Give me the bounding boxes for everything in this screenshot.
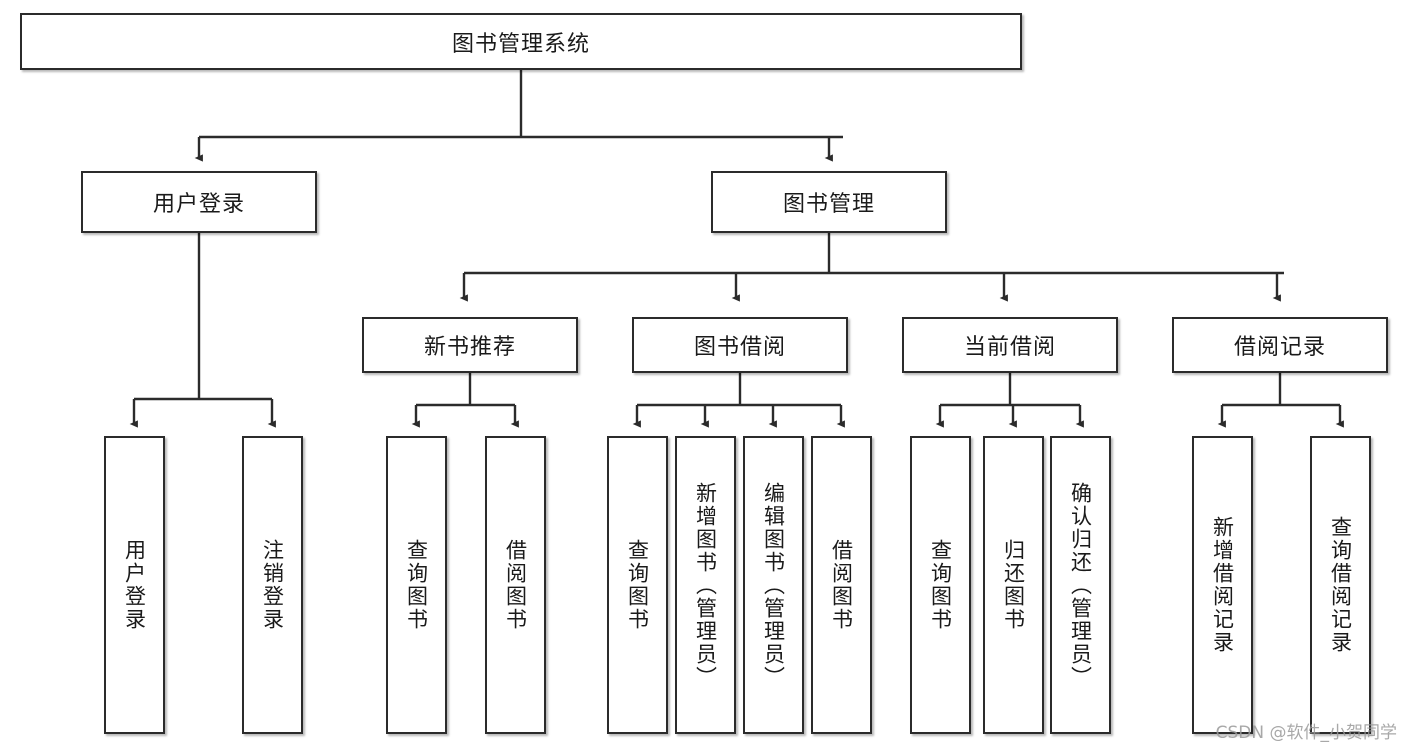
node-leaf-edit-book-label: 编辑图书（管理员） (761, 481, 786, 689)
node-leaf-logout-label: 注销登录 (260, 539, 285, 631)
node-leaf-borrow-book-2-label: 借阅图书 (829, 539, 854, 631)
node-leaf-add-record-label: 新增借阅记录 (1210, 516, 1235, 654)
node-book-borrow-label: 图书借阅 (693, 335, 786, 360)
node-leaf-return-book[interactable]: 归还图书 (983, 436, 1044, 734)
node-book-manage-label: 图书管理 (782, 192, 875, 217)
node-leaf-query-book-1[interactable]: 查询图书 (386, 436, 447, 734)
node-borrow-record-label: 借阅记录 (1233, 335, 1326, 360)
node-leaf-query-book-3[interactable]: 查询图书 (910, 436, 971, 734)
node-book-manage[interactable]: 图书管理 (711, 171, 947, 233)
node-leaf-user-login[interactable]: 用户登录 (104, 436, 165, 734)
edge-group-book-manage (459, 233, 1284, 302)
node-leaf-add-book-label: 新增图书（管理员） (693, 481, 718, 689)
edge-group-current-borrow (935, 373, 1084, 428)
node-new-book-rec[interactable]: 新书推荐 (362, 317, 578, 373)
node-borrow-record[interactable]: 借阅记录 (1172, 317, 1388, 373)
edge-group-book-borrow (632, 373, 845, 428)
node-current-borrow[interactable]: 当前借阅 (902, 317, 1118, 373)
node-leaf-borrow-book-2[interactable]: 借阅图书 (811, 436, 872, 734)
node-current-borrow-label: 当前借阅 (963, 335, 1056, 360)
node-user-login[interactable]: 用户登录 (81, 171, 317, 233)
node-user-login-label: 用户登录 (152, 192, 245, 217)
node-leaf-confirm-return[interactable]: 确认归还（管理员） (1050, 436, 1111, 734)
edge-group-new-book-rec (411, 373, 519, 428)
node-leaf-query-record-label: 查询借阅记录 (1328, 516, 1353, 654)
node-new-book-rec-label: 新书推荐 (423, 335, 516, 360)
node-leaf-query-record[interactable]: 查询借阅记录 (1310, 436, 1371, 734)
edge-group-root (194, 70, 843, 162)
node-leaf-confirm-return-label: 确认归还（管理员） (1068, 481, 1093, 689)
node-leaf-query-book-1-label: 查询图书 (404, 539, 429, 631)
node-root[interactable]: 图书管理系统 (20, 13, 1022, 70)
edge-group-borrow-record (1217, 373, 1344, 428)
edge-group-user-login (129, 233, 276, 428)
node-leaf-query-book-3-label: 查询图书 (928, 539, 953, 631)
node-leaf-return-book-label: 归还图书 (1001, 539, 1026, 631)
node-leaf-query-book-2-label: 查询图书 (625, 539, 650, 631)
node-leaf-query-book-2[interactable]: 查询图书 (607, 436, 668, 734)
node-leaf-logout[interactable]: 注销登录 (242, 436, 303, 734)
node-root-label: 图书管理系统 (451, 31, 590, 57)
node-book-borrow[interactable]: 图书借阅 (632, 317, 848, 373)
csdn-watermark: CSDN @软件_小贺同学 (1215, 723, 1397, 743)
node-leaf-borrow-book-1[interactable]: 借阅图书 (485, 436, 546, 734)
node-leaf-user-login-label: 用户登录 (122, 539, 147, 631)
node-leaf-add-record[interactable]: 新增借阅记录 (1192, 436, 1253, 734)
node-leaf-edit-book[interactable]: 编辑图书（管理员） (743, 436, 804, 734)
node-leaf-borrow-book-1-label: 借阅图书 (503, 539, 528, 631)
node-leaf-add-book[interactable]: 新增图书（管理员） (675, 436, 736, 734)
